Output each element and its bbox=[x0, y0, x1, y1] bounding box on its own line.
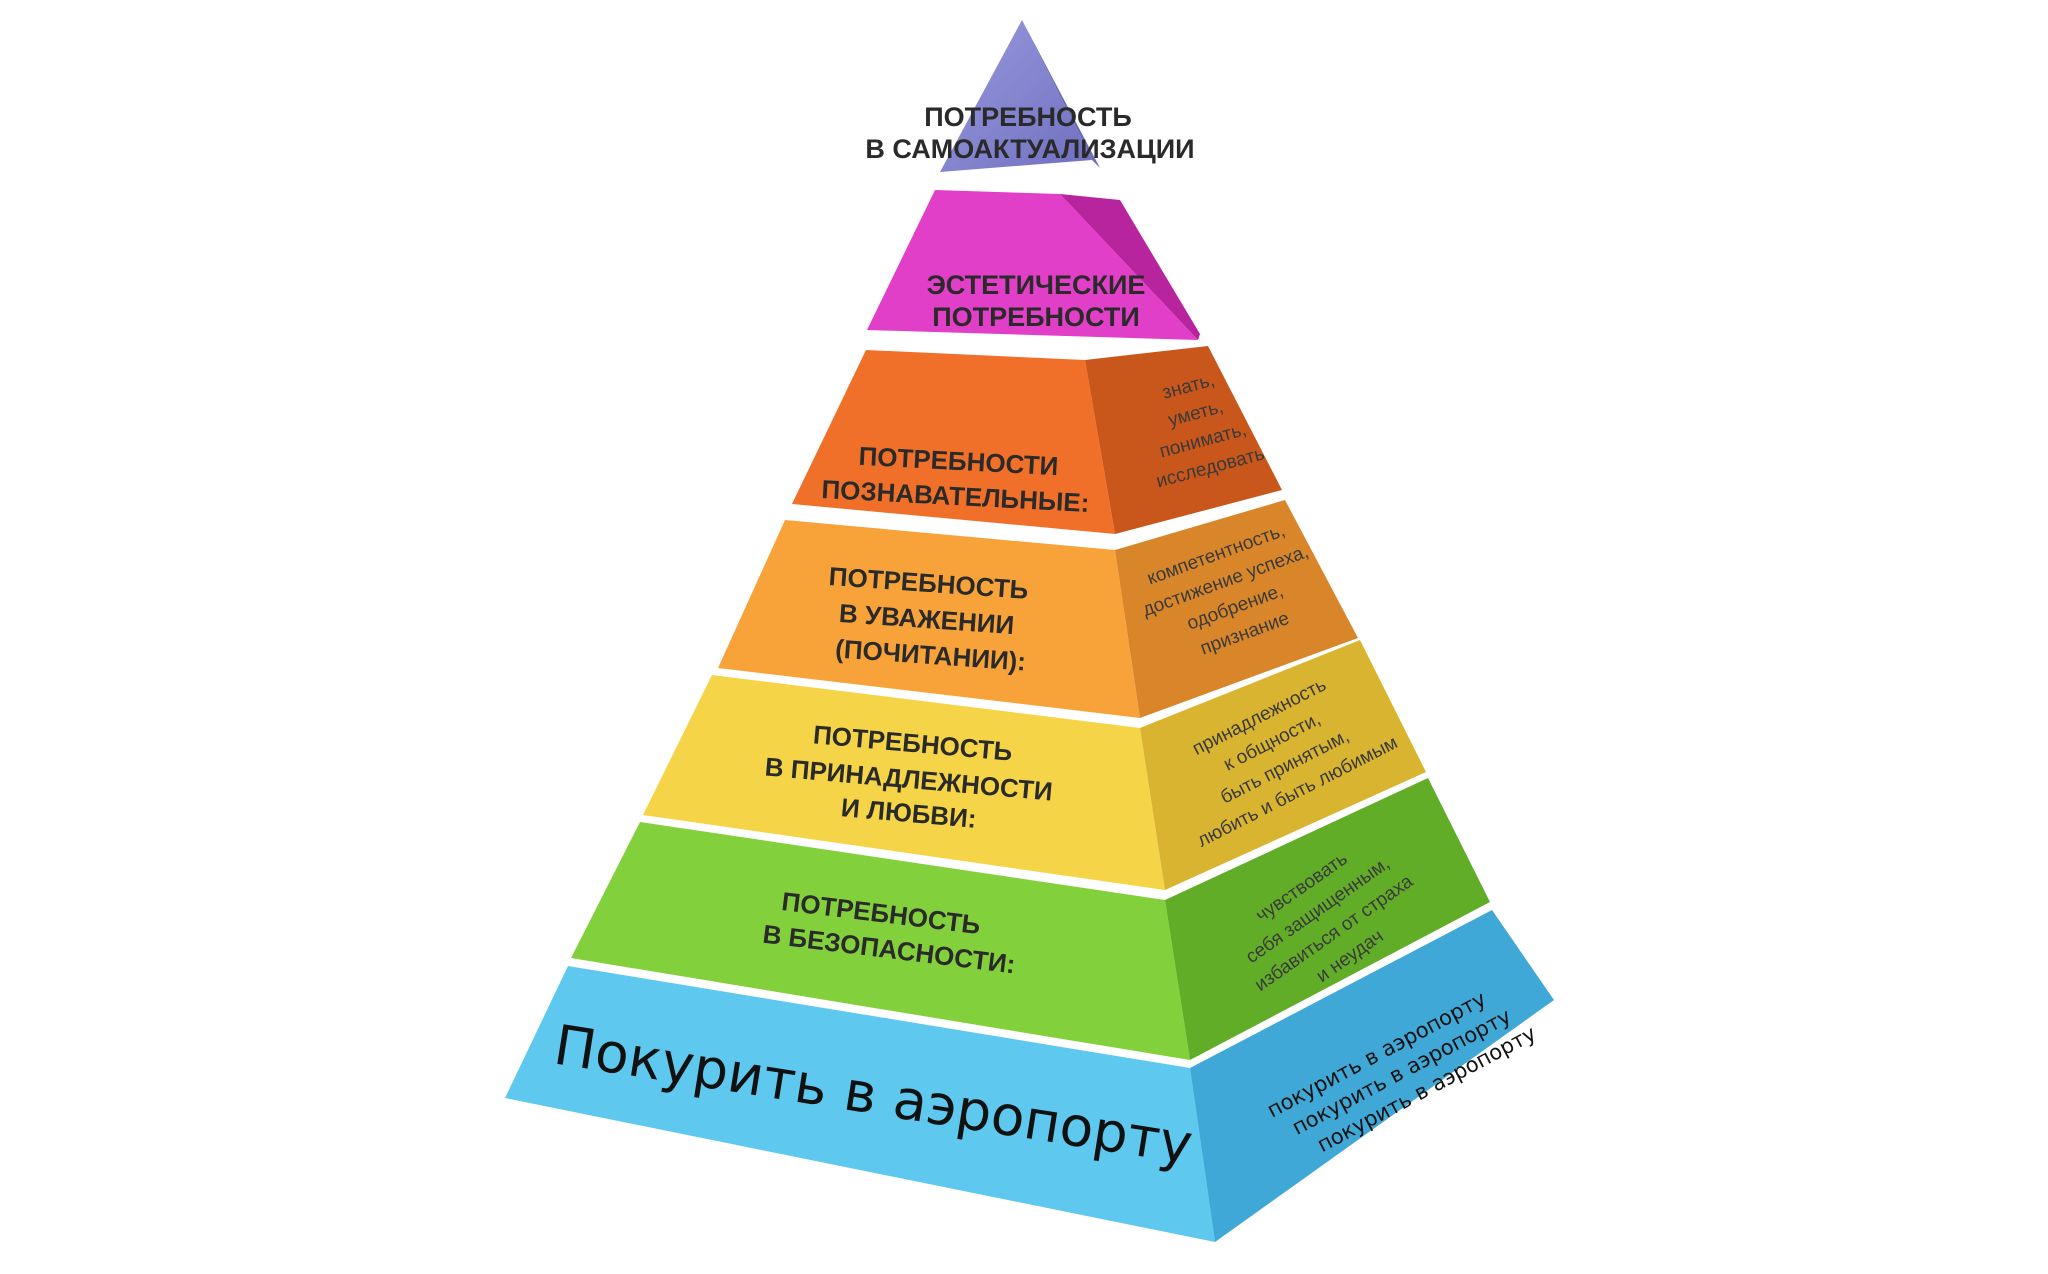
tier-cognitive: ПОТРЕБНОСТИ ПОЗНАВАТЕЛЬНЫЕ: знать, уметь… bbox=[792, 346, 1282, 534]
tier-aesthetic-side bbox=[1060, 194, 1200, 340]
tier-safety-side bbox=[1165, 778, 1490, 1060]
tier-safety: ПОТРЕБНОСТЬ В БЕЗОПАСНОСТИ: чувствовать … bbox=[571, 778, 1490, 1060]
tier-base-side bbox=[1190, 910, 1554, 1242]
aesthetic-label-line-1: ЭСТЕТИЧЕСКИЕ bbox=[927, 270, 1146, 300]
tier-belonging-side bbox=[1140, 640, 1426, 890]
tier-cognitive-side bbox=[1085, 346, 1282, 534]
tier-esteem: ПОТРЕБНОСТЬ В УВАЖЕНИИ (ПОЧИТАНИИ): комп… bbox=[718, 500, 1358, 718]
top-label-line-2: В САМОАКТУАЛИЗАЦИИ bbox=[865, 134, 1194, 164]
tier-belonging-front bbox=[643, 675, 1165, 890]
tier-aesthetic-front bbox=[867, 190, 1198, 340]
tier-esteem-front bbox=[718, 520, 1140, 718]
tier-cognitive-front bbox=[792, 350, 1115, 534]
tier-self-actualization: ПОТРЕБНОСТЬ В САМОАКТУАЛИЗАЦИИ bbox=[865, 20, 1195, 172]
tier-top-side bbox=[1022, 20, 1100, 168]
tier-esteem-side bbox=[1115, 500, 1358, 718]
tier-safety-front bbox=[571, 822, 1190, 1060]
top-label-line-1: ПОТРЕБНОСТЬ bbox=[924, 102, 1132, 132]
tier-aesthetic: ЭСТЕТИЧЕСКИЕ ПОТРЕБНОСТИ bbox=[867, 190, 1200, 340]
aesthetic-label-line-2: ПОТРЕБНОСТИ bbox=[932, 302, 1140, 332]
tier-base-front bbox=[505, 966, 1215, 1242]
tier-top-face bbox=[940, 20, 1092, 172]
tier-belonging: ПОТРЕБНОСТЬ В ПРИНАДЛЕЖНОСТИ И ЛЮБВИ: пр… bbox=[643, 640, 1426, 890]
